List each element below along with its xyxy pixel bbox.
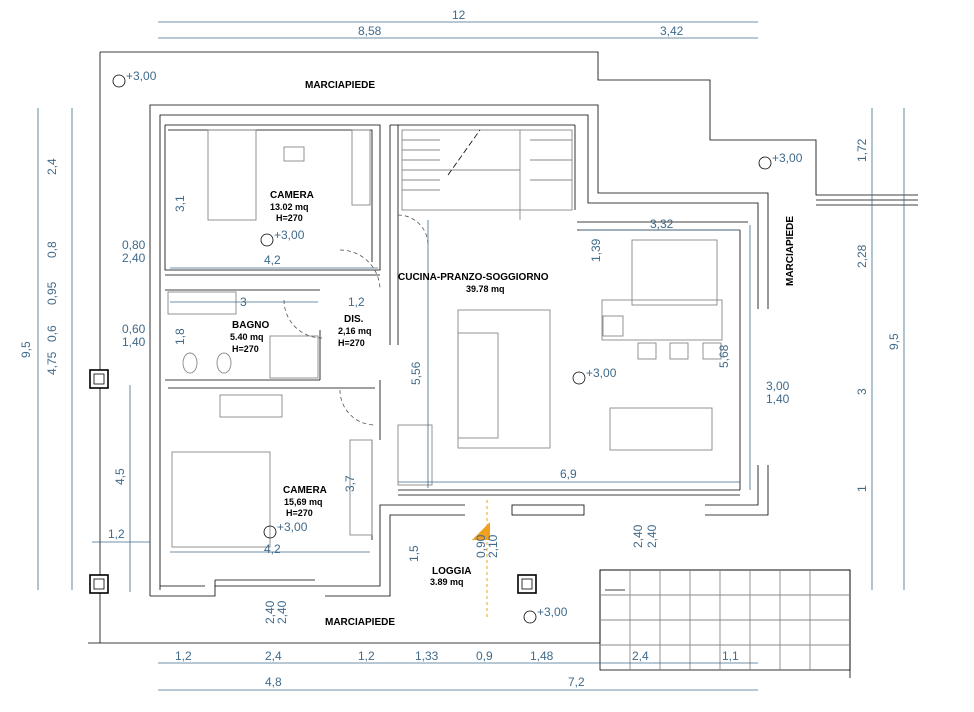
camera1-area: 13.02 mq [270,202,309,212]
bagno-height: H=270 [232,344,259,354]
column [89,574,109,594]
svg-text:+3,00: +3,00 [126,69,157,83]
dim-interior: 3 [240,295,247,309]
bathroom-fixtures [167,291,319,379]
cucina-name: CUCINA-PRANZO-SOGGIORNO [398,272,549,283]
dim-left: 4,75 [45,351,59,375]
level-marker: +3,00 [523,605,568,624]
living-furniture [397,239,723,486]
opening-dim: 2,40 [275,600,289,624]
dim-bottom-seg: 0,9 [476,649,493,663]
dim-left-total: 9,5 [19,341,33,358]
dim-bottom-seg: 1,33 [415,649,439,663]
exterior-walls [149,104,769,597]
loggia-area: 3.89 mq [430,577,464,587]
level-marker: +3,00 [758,151,803,170]
opening-dim: 2,40 [645,524,659,548]
opening-dim: 2,40 [631,524,645,548]
dim-left: 0,6 [45,325,59,342]
level-marker: +3,00 [260,228,305,247]
dim-right: 2,28 [855,244,869,268]
svg-text:+3,00: +3,00 [772,151,803,165]
sidewalk-top-label: MARCIAPIEDE [305,80,375,91]
dim-interior: 5,56 [409,361,423,385]
column [89,369,109,389]
dim-interior: 1,8 [173,328,187,345]
camera2-name: CAMERA [283,485,327,496]
dim-top-total: 12 [452,8,466,22]
dim-top-right: 3,42 [660,24,684,38]
dim-bottom-seg: 1,1 [722,649,739,663]
dim-interior: 3,32 [650,217,674,231]
internal-stair [401,129,573,220]
opening-dim: 0,90 [474,534,488,558]
sidewalk-right-label: MARCIAPIEDE [785,216,796,286]
door-swings [283,214,429,426]
dim-bottom-seg: 1,2 [358,649,375,663]
dis-height: H=270 [338,338,365,348]
dim-interior: 1,39 [589,238,603,262]
dis-name: DIS. [344,314,364,325]
dimension-lines [37,21,905,691]
dim-bottom-seg: 2,4 [632,649,649,663]
opening-dim: 2,40 [263,600,277,624]
level-marker: +3,00 [112,69,157,88]
opening-dim: 2,10 [486,534,500,558]
opening-dim: 2,40 [122,251,146,265]
dim-interior: 3,7 [343,475,357,492]
dim-left: 0,95 [45,281,59,305]
camera2-area: 15,69 mq [284,497,323,507]
opening-dim: 1,40 [766,392,790,406]
dim-interior: 1,2 [348,295,365,309]
dim-bottom-seg: 2,4 [265,649,282,663]
dim-interior: 4,2 [264,253,281,267]
svg-text:+3,00: +3,00 [274,228,305,242]
svg-text:+3,00: +3,00 [586,366,617,380]
dim-left: 2,4 [45,158,59,175]
cucina-area: 39.78 mq [466,284,505,294]
bagno-name: BAGNO [232,320,269,331]
dis-area: 2,16 mq [338,326,372,336]
dim-left-lower: 4,5 [113,468,127,485]
dim-left: 0,8 [45,241,59,258]
dim-bottom-total-left: 4,8 [265,675,282,689]
dim-bottom-seg: 1,48 [530,649,554,663]
dim-top-left: 8,58 [358,24,382,38]
external-stair [599,569,851,671]
dim-right-total: 9,5 [887,333,901,350]
dim-interior: 1,5 [407,545,421,562]
level-marker: +3,00 [263,520,308,539]
opening-dim: 3,00 [766,379,790,393]
dim-bottom-total-right: 7,2 [568,675,585,689]
dim-interior: 3,1 [173,195,187,212]
bagno-area: 5.40 mq [230,332,264,342]
opening-dim: 0,60 [122,322,146,336]
dim-right: 1,72 [855,138,869,162]
svg-text:+3,00: +3,00 [277,520,308,534]
sidewalk-bottom-label: MARCIAPIEDE [325,617,395,628]
level-marker: +3,00 [572,366,617,385]
dim-interior: 4,2 [264,542,281,556]
bed-1 [207,129,371,221]
loggia-name: LOGGIA [432,566,471,577]
bed-2 [171,394,373,548]
dim-loggia-width: 1,2 [108,527,125,541]
camera2-height: H=270 [286,508,313,518]
camera1-name: CAMERA [270,190,314,201]
dim-right: 1 [855,485,869,492]
dim-interior: 5,68 [717,344,731,368]
dim-bottom-seg: 1,2 [175,649,192,663]
camera1-height: H=270 [276,213,303,223]
dim-interior: 6,9 [560,467,577,481]
site-outline [100,51,918,196]
dim-right: 3 [855,388,869,395]
entrance-marker [472,522,490,540]
column [517,574,537,594]
svg-text:+3,00: +3,00 [537,605,568,619]
opening-dim: 1,40 [122,335,146,349]
opening-dim: 0,80 [122,238,146,252]
